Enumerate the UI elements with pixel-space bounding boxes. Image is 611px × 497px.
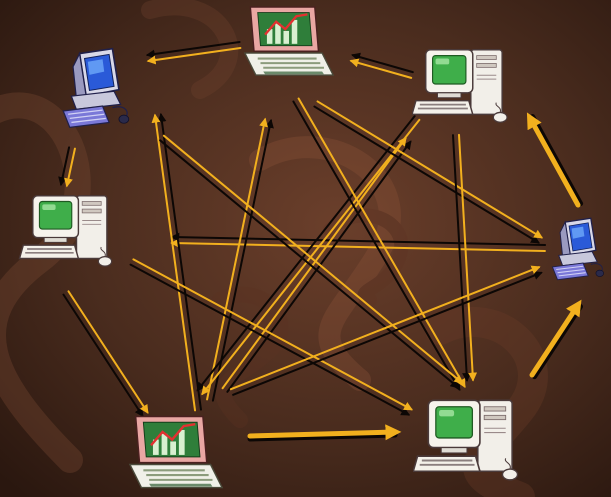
link-arrow <box>162 134 464 384</box>
link-arrow-dark <box>292 100 461 392</box>
link-arrow-dark <box>313 105 540 244</box>
swirl-shape <box>212 286 289 428</box>
link-arrow <box>349 58 413 79</box>
desktop-tower-icon <box>413 399 519 481</box>
link-arrow <box>529 299 582 378</box>
link-arrow-dark <box>226 140 412 393</box>
link-arrow <box>221 136 407 390</box>
swirl-shape <box>323 208 409 307</box>
link-arrow <box>297 97 466 389</box>
laptop-chart-icon <box>128 415 224 489</box>
link-arrow-dark <box>145 41 241 59</box>
link-arrow-dark <box>351 52 414 74</box>
link-arrow-dark <box>62 293 144 418</box>
link-shadow <box>532 304 584 380</box>
link-arrow <box>170 238 546 252</box>
link-arrow <box>316 100 544 239</box>
link-shadow <box>530 114 584 207</box>
link-arrow-dark <box>157 112 202 411</box>
swirl-shape <box>249 136 401 391</box>
link-arrow-dark <box>159 139 460 389</box>
background-swirls <box>0 0 548 497</box>
link-shadow <box>247 432 398 442</box>
swirl-shape <box>0 92 91 473</box>
link-arrow <box>206 117 269 401</box>
link-arrow <box>247 424 402 441</box>
link-arrow <box>151 113 197 412</box>
link-arrow-dark <box>211 118 274 402</box>
link-arrow-dark <box>129 263 411 416</box>
link-arrow <box>229 265 541 391</box>
link-arrow-dark <box>170 232 547 247</box>
link-arrow-dark <box>58 146 71 187</box>
link-arrow <box>64 147 76 188</box>
link-arrow <box>132 258 414 411</box>
swirl-shape <box>425 307 548 497</box>
swirl-shape <box>141 0 239 99</box>
desktop-tower-icon <box>18 194 113 268</box>
link-arrow <box>146 46 242 65</box>
link-arrow-dark <box>452 134 472 382</box>
desktop-tower-icon <box>412 48 508 124</box>
laptop-chart-icon <box>243 5 335 77</box>
crt-workstation-icon <box>62 47 130 129</box>
link-layer <box>58 41 584 442</box>
link-arrow <box>457 133 478 382</box>
crt-workstation-icon <box>551 217 605 281</box>
link-arrow <box>67 290 149 414</box>
link-arrow-dark <box>232 271 543 396</box>
link-arrow <box>526 112 581 208</box>
